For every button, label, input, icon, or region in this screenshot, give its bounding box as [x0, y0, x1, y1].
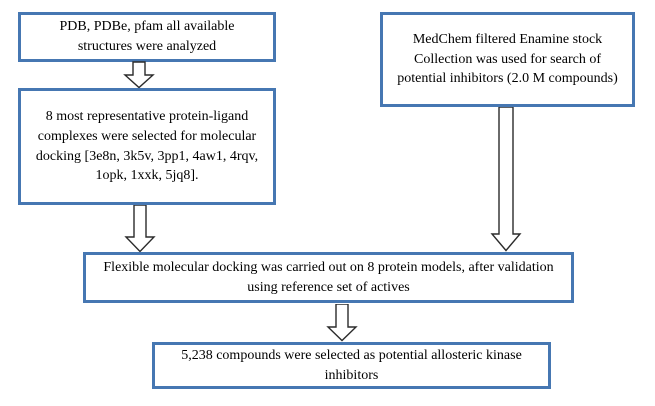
down-arrow-icon [123, 61, 155, 89]
down-arrow-icon [490, 107, 522, 252]
flow-box-docking-text: Flexible molecular docking was carried o… [103, 259, 554, 295]
down-arrow-icon [124, 205, 156, 253]
flow-box-medchem-library-text: MedChem filtered Enamine stock Collectio… [397, 31, 618, 87]
flow-box-pdb-analysis-text: PDB, PDBe, pfam all available structures… [59, 19, 235, 54]
flow-box-complex-selection-text: 8 most representative protein-ligand com… [35, 108, 259, 184]
flow-box-result: 5,238 compounds were selected as potenti… [152, 342, 551, 389]
flow-box-complex-selection: 8 most representative protein-ligand com… [18, 88, 276, 205]
flow-box-pdb-analysis: PDB, PDBe, pfam all available structures… [18, 12, 276, 62]
flow-box-result-text: 5,238 compounds were selected as potenti… [181, 347, 522, 383]
flow-box-docking: Flexible molecular docking was carried o… [83, 252, 574, 303]
flow-box-medchem-library: MedChem filtered Enamine stock Collectio… [380, 12, 635, 107]
down-arrow-icon [326, 304, 358, 342]
